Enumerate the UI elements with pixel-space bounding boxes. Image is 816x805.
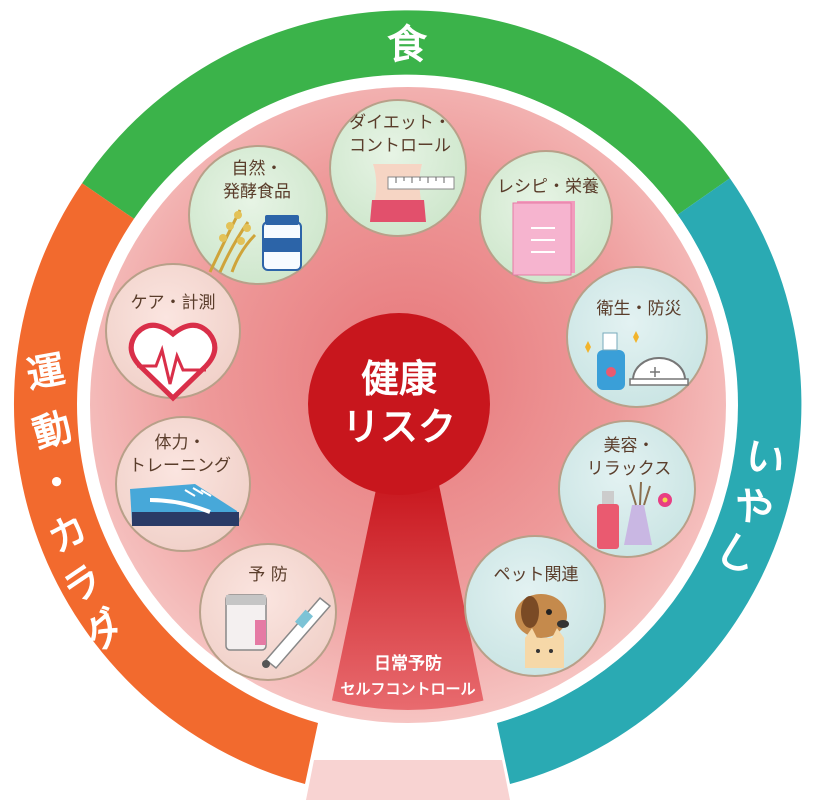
node-pet[interactable]: ペット関連 — [464, 535, 606, 677]
center-label-line1: 健康 — [361, 357, 437, 401]
prevention-beam-lower — [306, 760, 510, 800]
node-natural-label-1: 自然・ — [232, 159, 283, 179]
beam-label-line1: 日常予防 — [374, 653, 442, 674]
dog-cat-icon — [515, 594, 569, 668]
node-beauty-label-2: リラックス — [587, 459, 672, 479]
cosmetics-icon — [597, 481, 672, 549]
svg-text:運: 運 — [23, 347, 68, 397]
node-pet-label: ペット関連 — [494, 565, 579, 585]
outer-ring — [13, 10, 802, 785]
node-hygiene-label: 衛生・防災 — [597, 299, 682, 319]
node-prevention-label: 予 防 — [248, 565, 287, 585]
node-diet-label-1: ダイエット・ — [349, 113, 451, 133]
node-beauty-label-1: 美容・ — [604, 436, 655, 456]
ring-segment-healing — [497, 178, 802, 785]
node-care[interactable]: ケア・計測 — [105, 263, 241, 402]
node-natural-label-2: 発酵食品 — [223, 182, 291, 202]
node-natural[interactable]: 自然・ 発酵食品 — [188, 145, 328, 285]
ring-label-food: 食 — [387, 22, 428, 68]
node-care-label: ケア・計測 — [131, 293, 216, 313]
node-fitness[interactable]: 体力・ トレーニング — [115, 416, 251, 552]
node-diet[interactable]: ダイエット・ コントロール — [329, 99, 467, 237]
recipe-book-icon — [512, 201, 575, 276]
node-beauty[interactable]: 美容・ リラックス — [558, 420, 696, 558]
node-prevention[interactable]: 予 防 — [199, 543, 337, 681]
node-hygiene[interactable]: 衛生・防災 — [566, 266, 708, 408]
ring-segment-food — [82, 10, 730, 219]
waist-measure-icon — [370, 164, 455, 222]
node-diet-label-2: コントロール — [349, 136, 451, 156]
ring-segment-exercise — [13, 183, 318, 785]
node-fitness-label-1: 体力・ — [155, 433, 206, 453]
node-fitness-label-2: トレーニング — [129, 456, 231, 476]
spray-helmet-icon — [585, 331, 689, 390]
center-risk-circle — [308, 313, 490, 495]
heart-pulse-icon — [128, 322, 218, 402]
rice-jar-icon — [208, 209, 302, 273]
beam-label-line2: セルフコントロール — [340, 680, 475, 698]
sneaker-icon — [130, 484, 239, 526]
node-recipe-label: レシピ・栄養 — [497, 177, 599, 197]
node-recipe[interactable]: レシピ・栄養 — [479, 150, 613, 284]
prevention-beam — [310, 480, 505, 710]
center-label-line2: リスク — [342, 405, 456, 449]
thermometer-icon — [225, 594, 332, 670]
